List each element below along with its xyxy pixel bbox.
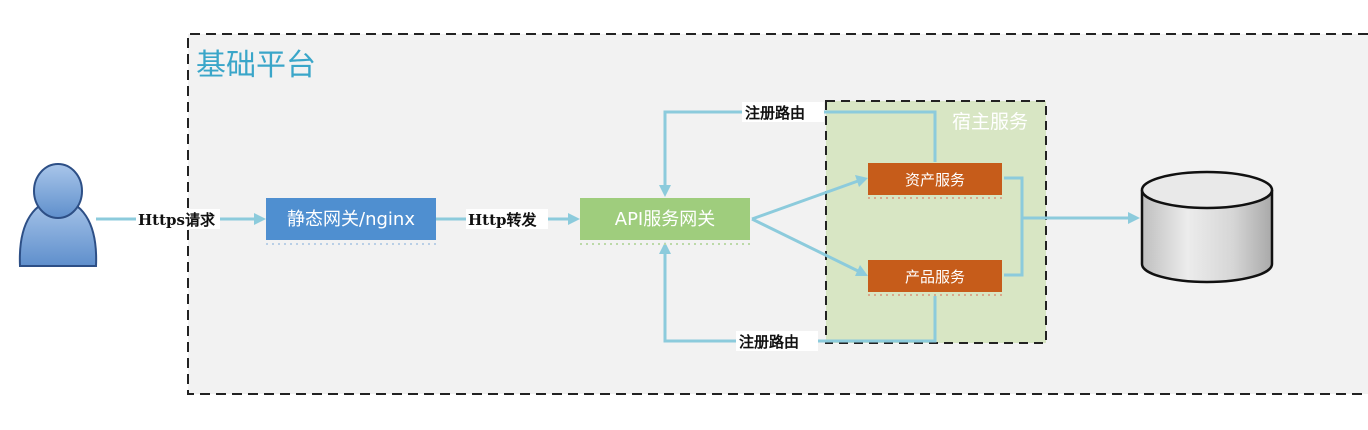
- static-gateway-node: [266, 198, 436, 245]
- database-icon: [1140, 170, 1274, 284]
- api-gateway-node: [580, 198, 750, 245]
- platform-title: 基础平台: [196, 48, 316, 83]
- product-service-node: [868, 260, 1002, 296]
- edge-label-register-route-top: 注册路由: [745, 104, 805, 122]
- product-service-label: 产品服务: [905, 268, 965, 286]
- asset-service-node: [868, 163, 1002, 199]
- edge-label-http-forward: Http转发: [468, 211, 538, 229]
- host-service-title: 宿主服务: [952, 111, 1028, 133]
- edge-label-https-request: Https请求: [138, 211, 216, 229]
- asset-service-label: 资产服务: [905, 171, 965, 189]
- user-icon: [18, 163, 98, 267]
- api-gateway-label: API服务网关: [615, 209, 715, 230]
- static-gateway-label: 静态网关/nginx: [287, 209, 415, 230]
- edge-label-register-route-bottom: 注册路由: [739, 333, 799, 351]
